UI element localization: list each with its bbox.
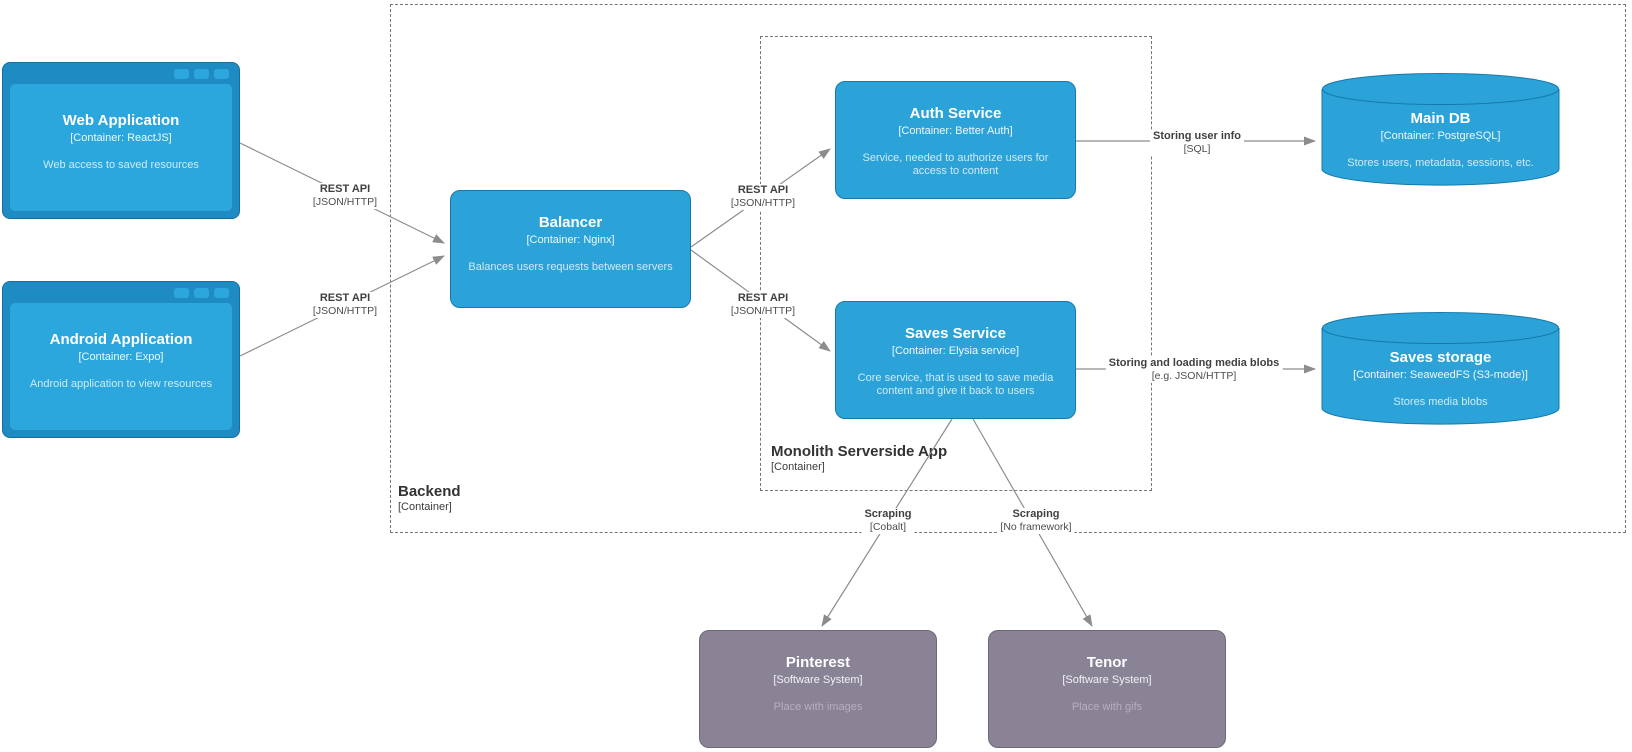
- node-subtitle: [Container: Better Auth]: [898, 125, 1013, 137]
- edge-label-balancer-saves: REST API [JSON/HTTP]: [727, 292, 799, 318]
- node-title: Pinterest: [785, 654, 851, 671]
- node-description: Web access to saved resources: [43, 159, 199, 171]
- node-title: Auth Service: [909, 105, 1002, 122]
- backend-title: Backend: [398, 483, 461, 500]
- browser-window-buttons-icon: [174, 69, 229, 79]
- edge-tech: [JSON/HTTP]: [730, 305, 796, 317]
- edge-name: REST API: [737, 184, 789, 196]
- edge-name: Scraping: [864, 508, 912, 520]
- browser-panel: Android Application [Container: Expo] An…: [10, 303, 232, 430]
- node-subtitle: [Software System]: [773, 674, 863, 686]
- node-title: Tenor: [1086, 654, 1128, 671]
- edge-label-web-balancer: REST API [JSON/HTTP]: [309, 183, 381, 209]
- edge-name: REST API: [319, 183, 371, 195]
- node-pinterest: Pinterest [Software System] Place with i…: [699, 630, 937, 748]
- edge-name: REST API: [319, 292, 371, 304]
- node-web-application: Web Application [Container: ReactJS] Web…: [2, 62, 240, 219]
- node-subtitle: [Container: Elysia service]: [891, 345, 1020, 357]
- node-description: Place with images: [773, 701, 863, 713]
- edge-label-auth-maindb: Storing user info [SQL]: [1150, 130, 1244, 156]
- backend-label: Backend [Container]: [398, 483, 461, 513]
- node-description: Service, needed to authorize users for a…: [862, 152, 1049, 177]
- node-description: Balances users requests between servers: [468, 261, 673, 273]
- node-subtitle: [Software System]: [1062, 674, 1152, 686]
- database-cylinder-icon: [1321, 312, 1560, 425]
- edge-tech: [Cobalt]: [869, 521, 907, 533]
- browser-window-buttons-icon: [174, 288, 229, 298]
- edge-tech: [SQL]: [1183, 143, 1211, 155]
- node-subtitle: [Container: Expo]: [78, 351, 164, 363]
- node-tenor: Tenor [Software System] Place with gifs: [988, 630, 1226, 748]
- database-cylinder-icon: [1321, 73, 1560, 186]
- node-subtitle: [Container: SeaweedFS (S3-mode)]: [1353, 369, 1528, 381]
- node-title: Saves Service: [905, 325, 1006, 342]
- edge-tech: [JSON/HTTP]: [312, 196, 378, 208]
- node-subtitle: [Container: PostgreSQL]: [1380, 130, 1501, 142]
- monolith-title: Monolith Serverside App: [771, 443, 948, 460]
- edge-label-saves-storage: Storing and loading media blobs [e.g. JS…: [1105, 357, 1283, 383]
- edge-label-saves-pinterest: Scraping [Cobalt]: [861, 508, 915, 534]
- edge-tech: [JSON/HTTP]: [312, 305, 378, 317]
- node-saves-storage: Saves storage [Container: SeaweedFS (S3-…: [1321, 311, 1560, 425]
- backend-subtitle: [Container]: [398, 501, 452, 513]
- browser-panel: Web Application [Container: ReactJS] Web…: [10, 84, 232, 211]
- node-title: Saves storage: [1389, 349, 1492, 366]
- cylinder-text: Main DB [Container: PostgreSQL] Stores u…: [1321, 72, 1560, 170]
- node-title: Balancer: [538, 214, 603, 231]
- node-title: Android Application: [49, 331, 193, 348]
- node-description: Place with gifs: [1071, 701, 1143, 713]
- node-description: Stores media blobs: [1393, 396, 1488, 408]
- edge-name: Scraping: [1012, 508, 1060, 520]
- node-saves-service: Saves Service [Container: Elysia service…: [835, 301, 1076, 419]
- node-description: Core service, that is used to save media…: [857, 372, 1054, 397]
- node-android-application: Android Application [Container: Expo] An…: [2, 281, 240, 438]
- node-subtitle: [Container: Nginx]: [526, 234, 615, 246]
- monolith-label: Monolith Serverside App [Container]: [771, 443, 947, 473]
- edge-tech: [No framework]: [1000, 521, 1072, 533]
- monolith-subtitle: [Container]: [771, 461, 825, 473]
- edge-label-saves-tenor: Scraping [No framework]: [997, 508, 1075, 534]
- node-balancer: Balancer [Container: Nginx] Balances use…: [450, 190, 691, 308]
- node-description: Stores users, metadata, sessions, etc.: [1347, 157, 1534, 169]
- edge-name: Storing user info: [1153, 130, 1241, 142]
- node-auth-service: Auth Service [Container: Better Auth] Se…: [835, 81, 1076, 199]
- node-title: Main DB: [1410, 110, 1471, 127]
- node-title: Web Application: [62, 112, 180, 129]
- node-subtitle: [Container: ReactJS]: [70, 132, 172, 144]
- edge-label-balancer-auth: REST API [JSON/HTTP]: [727, 184, 799, 210]
- edge-label-android-balancer: REST API [JSON/HTTP]: [309, 292, 381, 318]
- cylinder-text: Saves storage [Container: SeaweedFS (S3-…: [1321, 311, 1560, 409]
- edge-name: REST API: [737, 292, 789, 304]
- node-main-db: Main DB [Container: PostgreSQL] Stores u…: [1321, 72, 1560, 186]
- edge-name: Storing and loading media blobs: [1108, 357, 1280, 369]
- edge-tech: [JSON/HTTP]: [730, 197, 796, 209]
- edge-tech: [e.g. JSON/HTTP]: [1151, 370, 1237, 382]
- node-description: Android application to view resources: [29, 378, 213, 390]
